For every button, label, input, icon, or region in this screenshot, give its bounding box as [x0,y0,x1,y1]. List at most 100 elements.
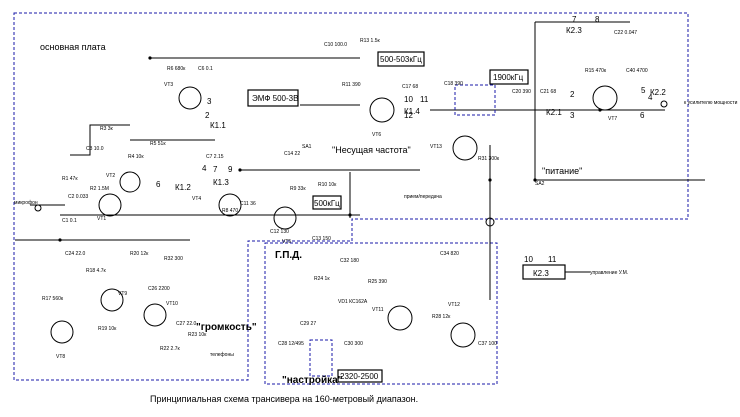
relay-k23: К2.3 [566,26,582,35]
transistor-vt8 [50,320,74,344]
comp-r25: R25 390 [368,279,387,285]
pin-2: 2 [205,111,210,120]
label-vt2: VT2 [106,173,115,179]
comp-r9: R9 33к [290,186,306,192]
freq-2320-box [337,369,383,383]
k23-box-label: К2.3 [533,269,549,278]
pin-4b: 4 [648,93,653,102]
label-vt3: VT3 [164,82,173,88]
comp-r4: R4 10к [128,154,144,160]
pin-10: 10 [404,95,413,104]
comp-c2: C2 0.033 [68,194,89,200]
comp-r2: R2 1.5М [90,186,109,192]
comp-r20: R20 12к [130,251,149,257]
comp-r23: R23 10к [188,332,207,338]
pin-11: 11 [420,95,429,104]
comp-r32: R32 300 [164,256,183,262]
pin-2b: 2 [570,90,575,99]
phones-label: телефоны [210,352,234,358]
transistor-vt11 [387,305,413,331]
transistor-vt12 [450,322,476,348]
comp-c1: C1 0.1 [62,218,77,224]
freq-500-label: 500-503кГц [380,55,422,64]
pin-8: 8 [595,15,600,24]
relay-k21: К2.1 [546,108,562,117]
label-vt5: VT5 [282,239,291,245]
comp-c37: C37 100 [478,341,497,347]
comp-c26: C26 2200 [148,286,170,292]
relay-k11: К1.1 [210,121,226,130]
transistor-vt1 [98,193,122,217]
comp-r11: R11 390 [342,82,361,88]
component-labels: R1 47к R2 1.5М R3 3к R4 10к R5 51к R6 68… [42,30,648,352]
main-board-label: основная плата [40,42,106,52]
carrier-label: "Несущая частота" [332,145,411,155]
comp-r15: R15 470к [585,68,607,74]
relay-contacts: К1.1 К1.2 К1.3 К1.4 К2.1 К2.2 К2.3 [175,26,666,192]
comp-r13: R13 1.5к [360,38,381,44]
relay-k12: К1.2 [175,183,191,192]
pin-3: 3 [207,97,212,106]
power-rails [15,21,705,300]
comp-c10: C10 100.0 [324,42,347,48]
comp-c27: C27 22.0 [176,321,197,327]
transistor-vt5 [273,206,297,230]
comp-c20: C20 390 [512,89,531,95]
comp-r1: R1 47к [62,176,78,182]
emf-filter-box [247,89,299,107]
relay-k22: К2.2 [650,88,666,97]
comp-c18: C18 390 [444,81,463,87]
transistor-vt6 [369,97,395,123]
k23-pin-11: 11 [548,255,557,264]
comp-r28: R28 12к [432,314,451,320]
comp-c34: C34 820 [440,251,459,257]
comp-c6: C6 0.1 [198,66,213,72]
comp-c12: C12 130 [270,229,289,235]
label-vt1: VT1 [97,216,106,222]
freq-1900-box [489,69,529,85]
relay-k13: К1.3 [213,178,229,187]
emf-filter-label: ЭМФ 500-3В [252,94,298,103]
label-vt11: VT11 [372,307,384,313]
output-connector [660,100,668,108]
pin-7b: 7 [572,15,577,24]
pin-5b: 5 [641,86,646,95]
volume-label: "громкость" [196,322,257,333]
pin-6b: 6 [640,111,645,120]
comp-c29: C29 27 [300,321,316,327]
transistor-vt9 [100,288,124,312]
freq-500k-label: 500кГц [314,199,340,208]
comp-c7: C7 2.15 [206,154,224,160]
transistors [50,85,618,348]
freq-500k-box [312,195,342,210]
comp-r24: R24 1к [314,276,330,282]
pin-3b: 3 [570,111,575,120]
comp-r5: R5 51к [150,141,166,147]
freq-1900-label: 1900кГц [493,73,524,82]
k23-pin-10: 10 [524,255,533,264]
transistor-labels: VT1 VT2 VT3 VT4 VT5 VT6 VT7 VT8 VT9 VT10… [56,82,617,360]
microphone-label: микрофон [14,200,38,206]
transistor-vt2 [119,171,141,193]
comp-c32: C32 180 [340,258,359,264]
label-vt4: VT4 [192,196,201,202]
crystal-filter-block [454,84,496,116]
label-vt10: VT10 [166,301,178,307]
label-vt6: VT6 [372,132,381,138]
comp-c40: C40 4700 [626,68,648,74]
comp-c14: C14 22 [284,151,300,157]
diagram-title: Принципиальная схема трансивера на 160-м… [150,394,418,404]
label-vt12: VT12 [448,302,460,308]
transistor-vt3 [178,86,202,110]
comp-r19: R19 10к [98,326,117,332]
comp-c13: C13 150 [312,236,331,242]
power-label: "питание" [542,166,582,176]
tuning-coil-block [309,339,333,377]
control-label: управление У.М. [590,270,628,276]
connector-ring [485,217,495,227]
to-amp-label: к усилителю мощности [684,100,738,106]
label-vt8: VT8 [56,354,65,360]
comp-c11: C11 36 [240,201,256,207]
comp-r31: R31 300к [478,156,500,162]
